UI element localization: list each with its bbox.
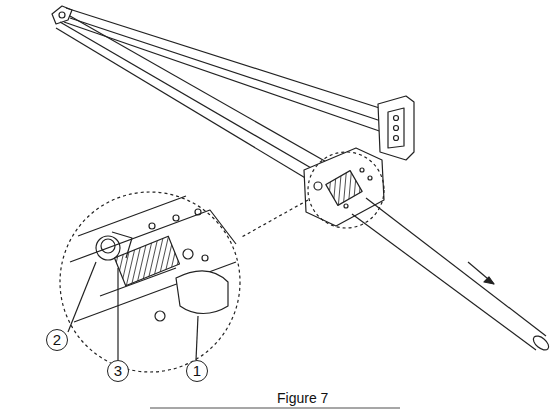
- callout-number: 3: [107, 360, 129, 382]
- callout-number: 1: [186, 360, 208, 382]
- callout-number: 2: [46, 329, 68, 351]
- figure-caption: Figure 7: [277, 390, 328, 406]
